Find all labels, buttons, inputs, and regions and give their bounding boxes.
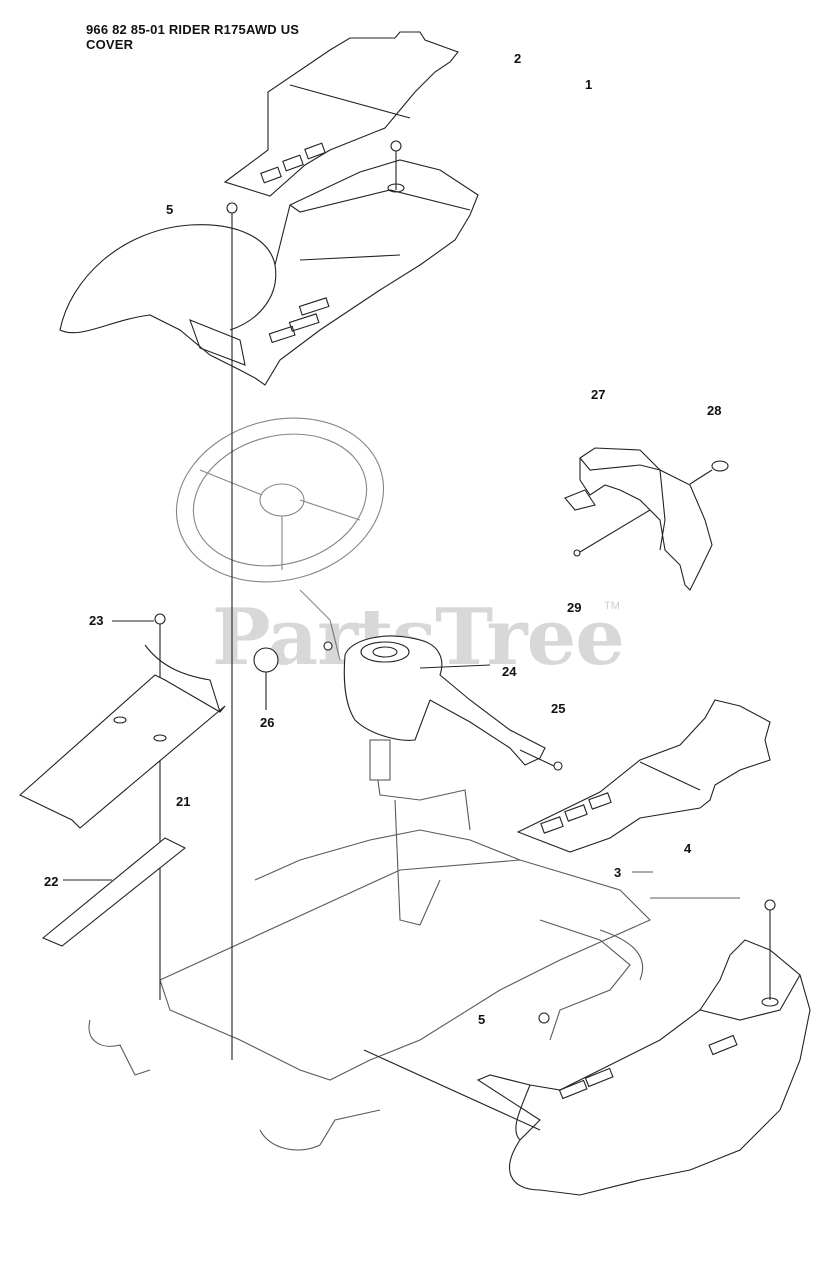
callout-24: 24	[502, 664, 517, 679]
screw-lower-right[interactable]	[764, 899, 776, 1000]
callout-2: 2	[514, 51, 522, 66]
callout-27: 27	[591, 387, 606, 402]
part-22-strip[interactable]	[41, 837, 187, 947]
callout-25: 25	[551, 701, 566, 716]
part-26-bushing[interactable]	[253, 647, 279, 710]
callout-22: 22	[44, 874, 59, 889]
callout-21: 21	[176, 794, 191, 809]
part-27-dash-cover[interactable]	[564, 447, 713, 591]
callout-1: 1	[585, 77, 593, 92]
part-23-screw[interactable]	[112, 613, 166, 1000]
chassis-frame-ghost	[88, 739, 740, 1151]
model-number-line: 966 82 85-01 RIDER R175AWD US	[86, 22, 300, 37]
part-5-fender-lower[interactable]	[476, 939, 811, 1196]
callout-26: 26	[260, 715, 275, 730]
part-1-fender-upper[interactable]	[59, 159, 479, 386]
trademark-mark: TM	[604, 600, 620, 612]
part-5-lower-leader	[363, 1049, 541, 1131]
callout-29: 29	[567, 600, 582, 615]
screw-upper-right[interactable]	[390, 140, 402, 190]
screw-upper-left[interactable]	[226, 202, 238, 1060]
part-28-screw[interactable]	[689, 460, 729, 485]
part-29-fastener-line[interactable]	[573, 509, 651, 557]
part-4-lower-mat[interactable]	[516, 699, 771, 853]
part-25-screw[interactable]	[519, 749, 563, 771]
callout-5-lower: 5	[478, 1012, 486, 1027]
callout-3: 3	[614, 865, 622, 880]
diagram-title: 966 82 85-01 RIDER R175AWD US COVER	[86, 22, 299, 52]
callout-23: 23	[89, 613, 104, 628]
callout-4: 4	[684, 841, 692, 856]
steering-wheel-ghost	[175, 417, 385, 661]
callout-28: 28	[707, 403, 722, 418]
part-2-upper-mat[interactable]	[223, 31, 459, 197]
screw-lower-mid[interactable]	[538, 1012, 550, 1024]
part-21-side-panel[interactable]	[19, 644, 226, 829]
small-nut-left	[323, 641, 333, 651]
section-name-line: COVER	[86, 37, 134, 52]
callout-5-upper: 5	[166, 202, 174, 217]
part-24-column-cover[interactable]	[343, 635, 546, 766]
